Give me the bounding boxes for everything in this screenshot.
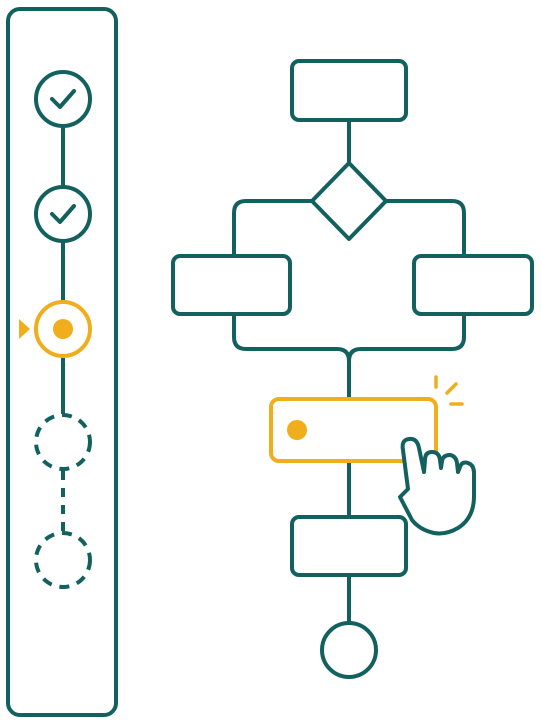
flowchart: [171, 59, 534, 679]
flow-node-branch-right[interactable]: [412, 254, 534, 316]
flow-connector-branch-left: [232, 199, 312, 256]
flow-node-selected-step[interactable]: [269, 397, 438, 463]
progress-stepper-panel: [6, 7, 118, 717]
check-icon: [50, 89, 76, 109]
pointing-hand-icon: [398, 436, 476, 536]
flow-connector-branch-right: [386, 199, 466, 256]
stepper-panel-frame: [6, 7, 118, 717]
flow-node-decision[interactable]: [310, 161, 388, 241]
stepper-step-completed[interactable]: [34, 185, 92, 243]
check-icon: [50, 204, 76, 224]
stepper-step-current[interactable]: [34, 300, 92, 358]
flow-node-start[interactable]: [290, 59, 408, 122]
stepper-step-pending[interactable]: [34, 413, 92, 471]
flow-node-step[interactable]: [290, 515, 408, 577]
stepper-step-pending[interactable]: [34, 531, 92, 589]
flow-connector-merge-right: [347, 314, 466, 362]
flow-node-branch-left[interactable]: [171, 254, 292, 316]
flow-connector-merge-left: [232, 314, 351, 362]
dot-icon: [53, 319, 73, 339]
click-sparkle-icon: [434, 375, 464, 406]
dot-icon: [287, 420, 307, 440]
flow-node-end[interactable]: [320, 621, 378, 679]
triangle-right-icon: [19, 319, 30, 339]
stepper-step-completed[interactable]: [34, 70, 92, 128]
